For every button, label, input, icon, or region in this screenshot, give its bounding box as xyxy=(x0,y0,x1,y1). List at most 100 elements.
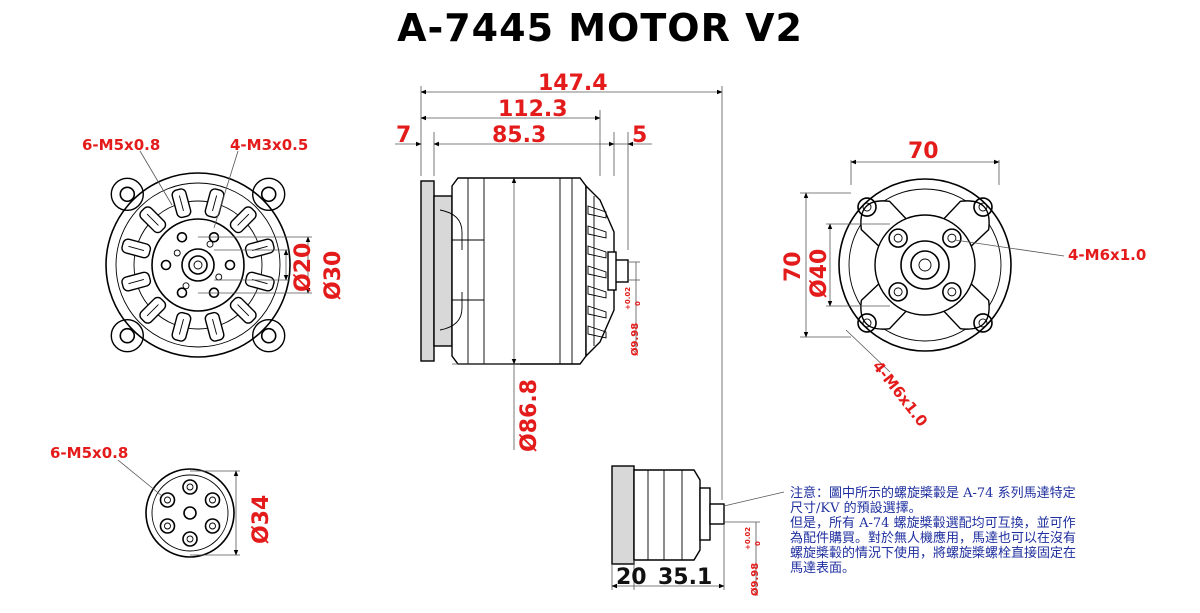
cooling-slot xyxy=(121,238,152,259)
dim-diameter-30: Ø30 xyxy=(321,251,346,300)
front-view: Ø20 Ø30 6-M5x0.8 4-M3x0.5 xyxy=(82,136,346,358)
dim-hub-shaft-tol-lower: 0 xyxy=(754,541,762,546)
slot-rib xyxy=(128,245,145,251)
dim-shaft-tol-upper: +0.02 xyxy=(624,287,632,310)
cooling-slot xyxy=(171,188,192,219)
callout-6-m5x0-8-hub: 6-M5x0.8 xyxy=(50,444,128,462)
hub-bolt-hole-inner xyxy=(164,522,171,530)
arm-hole-inner xyxy=(978,318,988,328)
cooling-slot xyxy=(229,296,257,324)
slot-rib xyxy=(178,318,184,335)
mount-view: 70 70 Ø40 4-M6x1.0 4-M6x1.0 xyxy=(781,139,1146,430)
arm-hole xyxy=(973,197,993,217)
callout-6-m5x0-8-front: 6-M5x0.8 xyxy=(82,136,160,154)
dim-hub-shaft-length: 35.1 xyxy=(658,565,712,590)
note-line: 為配件購買。對於無人機應用，馬達也可以在沒有 xyxy=(790,531,1077,546)
ear-hole xyxy=(260,186,277,203)
hub-bolt-hole-inner xyxy=(209,496,216,504)
ear-hole xyxy=(119,327,136,344)
slot-rib xyxy=(212,195,218,212)
note-line: 馬達表面。 xyxy=(790,561,856,576)
m3-hole xyxy=(215,273,223,281)
note-line: 螺旋槳轂的情況下使用，將螺旋槳螺栓直接固定在 xyxy=(790,546,1077,561)
m5-hole xyxy=(224,259,236,271)
slot-rib xyxy=(212,318,218,335)
cooling-slot xyxy=(244,238,275,259)
flange-ear xyxy=(110,177,144,211)
dim-overall-length: 147.4 xyxy=(538,71,608,96)
note-line: 注意：圖中所示的螺旋槳轂是 A-74 系列馬達特定 xyxy=(790,486,1076,501)
cooling-slot xyxy=(171,311,192,342)
arm-hole xyxy=(973,313,993,333)
cooling-slot xyxy=(244,271,275,292)
m6-hole-inner xyxy=(947,287,957,297)
hub-bolt-hole-inner xyxy=(186,535,194,543)
dim-mount-span: 70 xyxy=(908,139,939,164)
dim-stator-length: 85.3 xyxy=(492,123,546,148)
hub-bolt-holes xyxy=(159,479,221,547)
ear-hole xyxy=(119,186,136,203)
dim-hub-shaft-diameter: Ø9.98 xyxy=(749,563,761,596)
m6-hole xyxy=(888,228,908,248)
slot-rib xyxy=(146,213,159,226)
side-fin xyxy=(587,305,607,319)
hub-bolt-hole xyxy=(182,531,198,547)
dim-shaft-diameter: Ø9.98 xyxy=(629,323,641,356)
m5-hole xyxy=(176,287,188,299)
dim-mount-height: 70 xyxy=(781,251,806,282)
cooling-slot xyxy=(204,311,225,342)
side-fin xyxy=(587,225,607,239)
callout-4-m3x0-5: 4-M3x0.5 xyxy=(230,136,308,154)
flange-ear xyxy=(252,319,286,353)
slot-rib xyxy=(146,304,159,317)
dim-shaft-offset: 5 xyxy=(632,123,647,148)
hub-bolt-hole xyxy=(204,492,221,508)
dim-body-diameter: Ø86.8 xyxy=(517,379,542,452)
side-fin xyxy=(587,245,607,259)
dim-hub-diameter: Ø34 xyxy=(249,495,274,544)
m6-hole-inner xyxy=(893,233,903,243)
slot-rib xyxy=(237,304,250,317)
arm-hole-inner xyxy=(978,202,988,212)
note-line: 尺寸/KV 的預設選擇。 xyxy=(790,501,922,516)
dim-flange-thickness: 7 xyxy=(396,123,411,148)
dim-shaft-tol-lower: 0 xyxy=(634,301,642,306)
arm-hole-inner xyxy=(862,202,872,212)
x-mount-plate xyxy=(857,197,993,333)
arm-hole-inner xyxy=(862,318,872,328)
callout-4-m6x1-0-a: 4-M6x1.0 xyxy=(1068,246,1146,264)
note-line: 但是，所有 A-74 螺旋槳轂選配均可互換，並可作 xyxy=(790,516,1076,531)
m6-hole-inner xyxy=(893,287,903,297)
arm-hole xyxy=(857,313,877,333)
hub-bolt-hole-inner xyxy=(209,522,216,530)
m5-hole xyxy=(176,231,188,243)
hub-bolt-hole xyxy=(204,518,221,534)
dim-body-length: 112.3 xyxy=(498,97,568,122)
m3-hole xyxy=(173,249,181,257)
side-fin xyxy=(587,265,607,279)
hub-bolt-hole xyxy=(182,479,198,495)
side-view: 147.4 112.3 85.3 7 5 Ø86.8 Ø9.98 +0.02 0 xyxy=(395,71,723,500)
cooling-slot xyxy=(139,206,167,234)
m6-hole xyxy=(888,282,908,302)
m6-hole xyxy=(942,228,962,248)
hub-front-view: Ø34 6-M5x0.8 xyxy=(50,444,274,558)
mount-center-disc xyxy=(874,214,976,316)
hub-bolt-hole xyxy=(159,518,176,534)
cooling-slot xyxy=(121,271,152,292)
cooling-slot xyxy=(139,296,167,324)
dim-diameter-20: Ø20 xyxy=(291,243,316,292)
slot-rib xyxy=(178,195,184,212)
note-block: 注意：圖中所示的螺旋槳轂是 A-74 系列馬達特定 尺寸/KV 的預設選擇。 但… xyxy=(790,486,1190,576)
flange-ears xyxy=(110,177,286,353)
slot-rib xyxy=(237,213,250,226)
m5-bolt-holes xyxy=(160,231,236,299)
side-fin xyxy=(587,285,607,299)
flange-ear xyxy=(110,319,144,353)
flange-ear xyxy=(252,177,286,211)
arm-hole xyxy=(857,197,877,217)
m3-hole xyxy=(182,282,190,290)
hub-bolt-hole-inner xyxy=(164,496,171,504)
slot-rib xyxy=(128,279,145,285)
